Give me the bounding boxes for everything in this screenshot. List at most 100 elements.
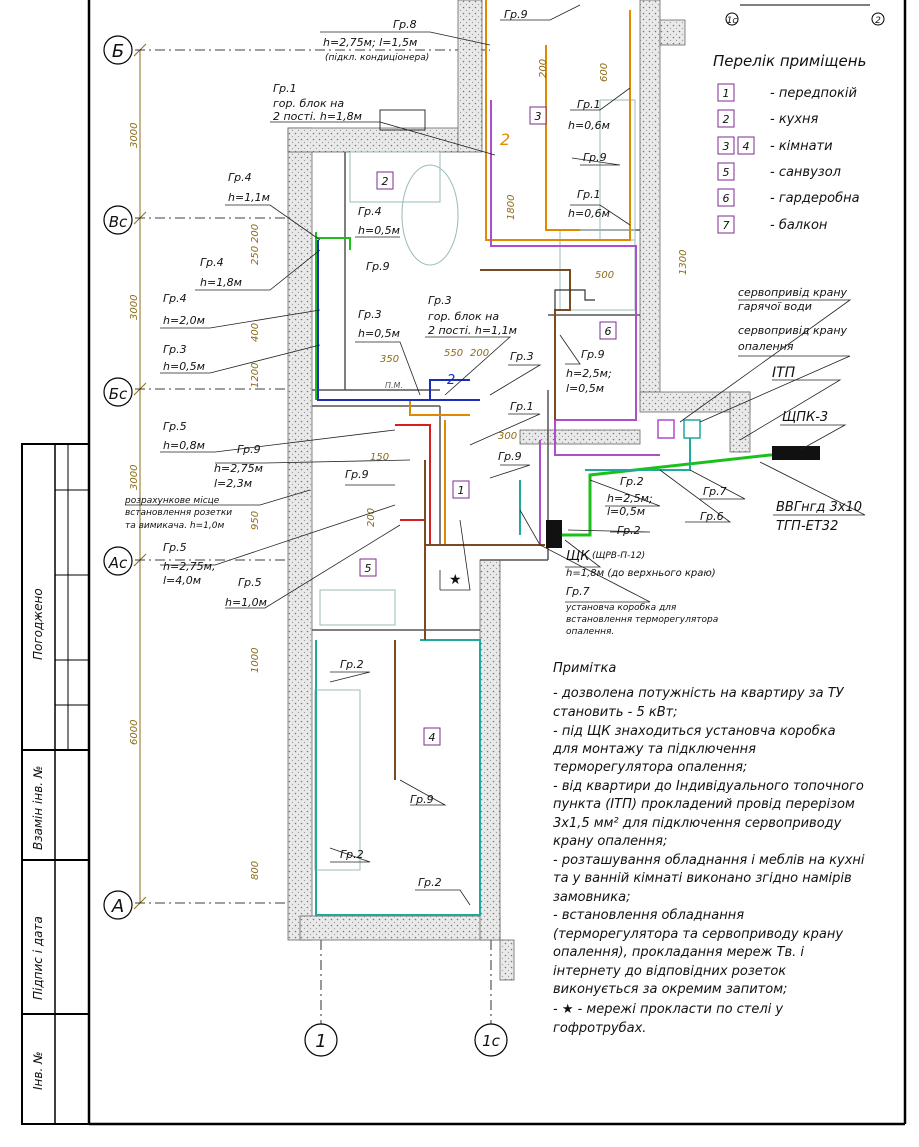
lbl-gr1-a-l1: гор. блок на — [273, 97, 344, 110]
lbl-n2-orange: 2 — [500, 130, 510, 149]
dim-500: 500 — [595, 270, 614, 281]
lbl-box-3: опалення. — [566, 627, 614, 637]
lbl-gr3-b-h: h=0,5м — [358, 327, 400, 340]
title-pidpys-data: Підпис і дата — [31, 916, 45, 1000]
legend-num-1: 1 — [723, 87, 730, 100]
note-line: терморегулятора опалення; — [553, 760, 747, 775]
walls — [287, 0, 751, 981]
axis-bubbles — [103, 35, 508, 1057]
lbl-servo-hot-1: сервопривід крану — [738, 286, 848, 299]
axis-1c-small: 1с — [727, 16, 738, 26]
lbl-gr4-c-h: h=1,8м — [200, 276, 242, 289]
room-3: 3 — [535, 110, 542, 123]
axis-1: 1 — [315, 1031, 326, 1052]
axis-1s: 1с — [482, 1032, 501, 1050]
dim-200-a: 200 — [250, 224, 261, 243]
axis-b: Б — [112, 41, 124, 62]
lbl-pm: П.М. — [385, 381, 403, 390]
lbl-gr4-a-h: h=1,1м — [228, 191, 270, 204]
lbl-gr8-h: h=2,75м; l=1,5м — [323, 36, 417, 49]
lbl-gr4-d: Гр.4 — [163, 292, 187, 305]
lbl-servo-heat-2: опалення — [738, 340, 794, 353]
note-line: пункта (ІТП) прокладений провід перерізо… — [553, 797, 855, 812]
lbl-gr9-kitchen: Гр.9 — [366, 260, 390, 273]
dim-400: 400 — [250, 323, 261, 342]
lbl-gr5-b: Гр.5 — [163, 541, 187, 554]
lbl-gr4-d-h: h=2,0м — [163, 314, 205, 327]
note-line: - під ЩК знаходиться установча коробка — [553, 724, 836, 739]
lbl-gr4-c: Гр.4 — [200, 256, 224, 269]
room-5: 5 — [365, 562, 372, 575]
lbl-shchk-type: (ЩРВ-П-12) — [592, 551, 645, 561]
legend-name-6: - гардеробна — [770, 191, 860, 206]
note-line: виконується за окремим запитом; — [553, 982, 787, 997]
lbl-gr5-c: Гр.5 — [238, 576, 262, 589]
lbl-gr9-r6-l: l=0,5м — [566, 382, 604, 395]
lbl-gr1-r3a: Гр.1 — [577, 98, 601, 111]
dim-200-d: 200 — [538, 59, 549, 78]
notes-title: Примітка — [553, 661, 616, 676]
room-2: 2 — [382, 175, 389, 188]
room-number-boxes — [359, 106, 617, 746]
lbl-gr4-a: Гр.4 — [228, 171, 252, 184]
lbl-shchk-h: h=1,8м (до верхнього краю) — [566, 568, 716, 579]
lbl-gr8-note: (підкл. кондиціонера) — [325, 53, 429, 63]
group-labels: Гр.9 Гр.8 h=2,75м; l=1,5м (підкл. кондиц… — [124, 8, 862, 889]
legend-name-2: - кухня — [770, 112, 819, 127]
dim-950: 950 — [250, 511, 261, 530]
dim-1200: 1200 — [250, 363, 261, 388]
lbl-gr9-hall: Гр.9 — [498, 450, 522, 463]
lbl-cable-1: ВВГнгд 3х10 — [776, 500, 862, 515]
lbl-socket-note-2: встановлення розетки — [125, 508, 232, 518]
note-line: гофротрубах. — [553, 1021, 646, 1036]
dim-200-b: 200 — [470, 348, 489, 359]
lbl-shchpk: ЩПК-3 — [782, 410, 828, 425]
lbl-gr3-c-l2: 2 пості. h=1,1м — [428, 324, 517, 337]
note-line: 3х1,5 мм² для підключення сервоприводу — [553, 816, 842, 831]
lbl-gr2-a: Гр.2 — [620, 475, 644, 488]
legend-num-3: 3 — [723, 140, 730, 153]
note-line: та у ванній кімнаті виконано згідно намі… — [553, 871, 852, 886]
notes-lines: - дозволена потужність на квартиру за ТУ… — [552, 686, 865, 1036]
title-block-strip — [21, 443, 90, 1125]
lbl-gr1-r3b-h: h=0,6м — [568, 207, 610, 220]
dim-1300: 1300 — [678, 250, 689, 275]
title-inv-no: Інв. № — [31, 1051, 45, 1090]
lbl-gr1-r3b: Гр.1 — [577, 188, 601, 201]
lbl-cable-2: ТГП-ЕТ32 — [776, 519, 838, 534]
note-line: інтернету до відповідних розеток — [553, 964, 786, 979]
lbl-gr9-r6-h: h=2,5м; — [566, 367, 612, 380]
dim-600: 600 — [599, 63, 610, 82]
axis-bs: Бс — [109, 385, 128, 403]
note-line: - встановлення обладнання — [553, 908, 744, 923]
leader-lines — [125, 4, 866, 906]
lbl-gr9-r6: Гр.9 — [581, 348, 605, 361]
note-line: - від квартири до Індивідуального топочн… — [553, 779, 864, 794]
lbl-gr7-b: Гр.7 — [566, 585, 590, 598]
legend-name-1: - передпокій — [770, 86, 857, 101]
legend-title: Перелік приміщень — [713, 52, 866, 70]
lbl-gr9-top: Гр.9 — [504, 8, 528, 21]
room-4: 4 — [429, 731, 436, 744]
lbl-gr3-c-l1: гор. блок на — [428, 310, 499, 323]
dim-3000-low: 3000 — [129, 465, 140, 490]
dim-550: 550 — [444, 348, 463, 359]
lbl-gr7-a: Гр.7 — [703, 485, 727, 498]
axis-grid-lines — [135, 49, 492, 1024]
dim-350: 350 — [380, 354, 399, 365]
lbl-gr9-r4: Гр.9 — [410, 793, 434, 806]
lbl-box-2: встановлення терморегулятора — [566, 615, 718, 625]
lbl-gr2-a-l: l=0,5м — [607, 505, 645, 518]
lbl-gr3-a-h: h=0,5м — [163, 360, 205, 373]
lbl-socket-note-3: та вимикача. h=1,0м — [125, 521, 224, 531]
shchk-panel — [546, 520, 562, 548]
lbl-gr5-a-h: h=0,8м — [163, 439, 205, 452]
note-line: - дозволена потужність на квартиру за ТУ — [553, 686, 845, 701]
lbl-gr5-b-l: l=4,0м — [163, 574, 201, 587]
lbl-gr9-bath2: Гр.9 — [345, 468, 369, 481]
note-line: - розташування обладнання і меблів на ку… — [553, 853, 865, 868]
lbl-servo-heat-1: сервопривід крану — [738, 324, 848, 337]
legend-num-4: 4 — [743, 140, 750, 153]
lbl-gr4-b: Гр.4 — [358, 205, 382, 218]
